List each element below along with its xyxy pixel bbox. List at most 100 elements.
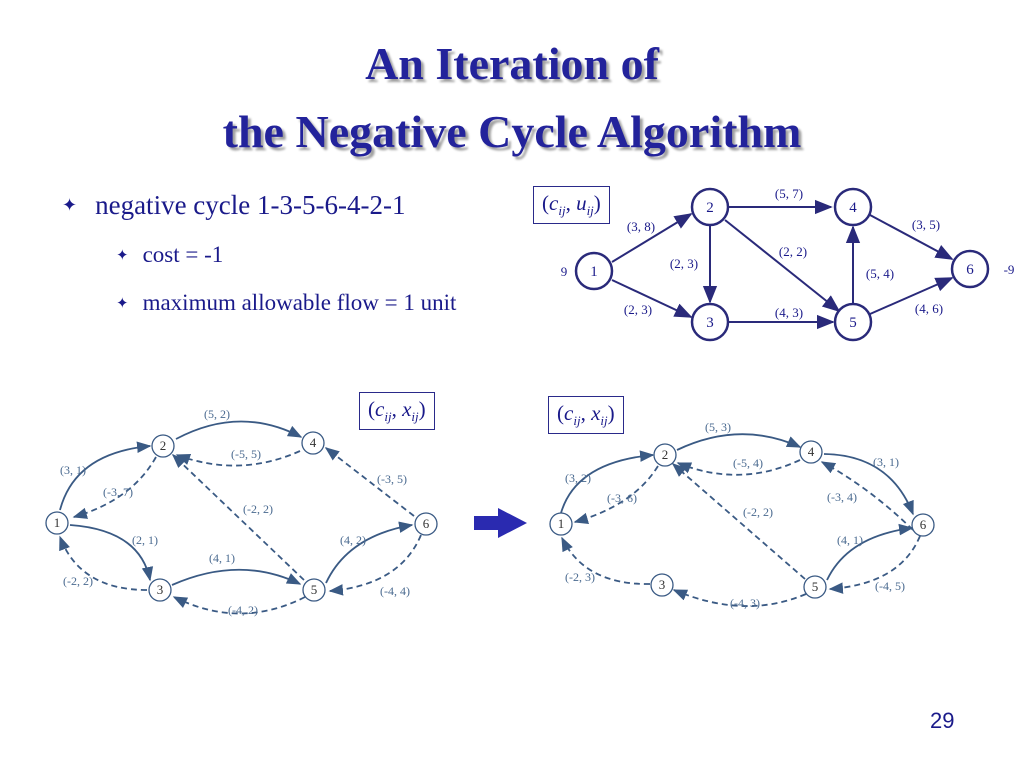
top-edge-1-2 bbox=[611, 213, 693, 263]
top-edge-label: (5, 4) bbox=[866, 266, 894, 281]
top-edge-label: (3, 8) bbox=[627, 219, 655, 234]
left-edge-4-2 bbox=[175, 450, 301, 467]
top-node-label: 5 bbox=[849, 315, 857, 331]
top-node-label: 1 bbox=[590, 264, 598, 280]
legend-paren: ) bbox=[607, 401, 615, 425]
right-edge-5-2 bbox=[671, 463, 806, 580]
top-node-label: 3 bbox=[706, 315, 714, 331]
right-node-label: 1 bbox=[558, 516, 565, 531]
legend-paren: ) bbox=[593, 191, 601, 215]
right-node-2 bbox=[653, 443, 677, 467]
right-edge-4-6 bbox=[823, 453, 914, 516]
right-node-label: 3 bbox=[659, 577, 666, 592]
transition-arrow-icon bbox=[474, 508, 527, 538]
right-edge-1-2 bbox=[560, 450, 655, 514]
legend-capacity-symbol: u bbox=[576, 191, 587, 215]
left-edge-5-6 bbox=[325, 521, 414, 584]
right-edge-3-1 bbox=[561, 536, 651, 585]
bullet-text: maximum allowable flow = 1 unit bbox=[142, 290, 457, 315]
left-edge-2-4 bbox=[175, 420, 303, 440]
top-supply-node1: 9 bbox=[561, 264, 568, 279]
right-edge-2-4 bbox=[676, 433, 802, 451]
top-edge-label: (2, 3) bbox=[624, 302, 652, 317]
right-graph-labels: (5, 3) (-5, 4) (3, 2) (-3, 6) (-2, 2) (3… bbox=[565, 420, 905, 610]
left-edge-1-2 bbox=[59, 441, 152, 511]
left-edge-1-3 bbox=[69, 524, 154, 582]
right-edge-label: (5, 3) bbox=[705, 420, 731, 434]
left-edge-label: (-3, 7) bbox=[103, 485, 133, 499]
right-edge-5-3 bbox=[672, 589, 807, 607]
right-edge-6-5 bbox=[828, 535, 921, 594]
legend-cost-flow-left: (cij, xij) bbox=[359, 392, 435, 431]
bullet-max-flow: ✦ maximum allowable flow = 1 unit bbox=[116, 290, 456, 316]
left-edge-5-2 bbox=[171, 454, 305, 581]
legend-subscript: ij bbox=[411, 409, 419, 425]
left-node-label: 4 bbox=[310, 435, 317, 450]
legend-subscript: ij bbox=[573, 413, 581, 429]
top-supply-node6: -9 bbox=[1004, 262, 1015, 277]
left-edge-label: (-5, 5) bbox=[231, 447, 261, 461]
left-edge-3-1 bbox=[59, 535, 148, 591]
left-node-4 bbox=[301, 431, 325, 455]
left-node-label: 3 bbox=[157, 582, 164, 597]
right-edge-label: (-5, 4) bbox=[733, 456, 763, 470]
left-edge-label: (-2, 2) bbox=[63, 574, 93, 588]
right-edge-6-4 bbox=[820, 461, 914, 531]
right-node-1 bbox=[549, 512, 573, 536]
top-node-label: 6 bbox=[966, 262, 974, 278]
left-edge-label: (4, 2) bbox=[340, 533, 366, 547]
left-edge-label: (-3, 5) bbox=[377, 472, 407, 486]
top-edge-1-3 bbox=[611, 279, 693, 318]
left-node-label: 2 bbox=[160, 438, 167, 453]
top-edge-4-6 bbox=[869, 214, 954, 260]
top-graph bbox=[611, 199, 954, 330]
bullet-text: negative cycle 1-3-5-6-4-2-1 bbox=[95, 190, 406, 220]
top-node-5 bbox=[833, 302, 873, 342]
legend-flow-symbol: x bbox=[402, 397, 412, 421]
right-edge-label: (3, 1) bbox=[873, 455, 899, 469]
legend-cost-symbol: c bbox=[564, 401, 574, 425]
left-graph-nodes: 1 2 3 4 5 6 bbox=[45, 431, 438, 602]
legend-flow-symbol: x bbox=[591, 401, 601, 425]
legend-cost-symbol: c bbox=[549, 191, 559, 215]
top-node-6 bbox=[950, 249, 990, 289]
legend-separator: , bbox=[580, 401, 592, 425]
left-edge-label: (4, 1) bbox=[209, 551, 235, 565]
right-edge-label: (-2, 3) bbox=[565, 570, 595, 584]
right-edge-label: (-3, 6) bbox=[607, 491, 637, 505]
legend-cost-symbol: c bbox=[375, 397, 385, 421]
legend-paren: ( bbox=[368, 397, 375, 421]
left-edge-label: (-4, 4) bbox=[380, 584, 410, 598]
left-edge-6-5 bbox=[328, 534, 422, 596]
top-node-2 bbox=[690, 187, 730, 227]
right-edge-label: (3, 2) bbox=[565, 471, 591, 485]
right-node-label: 5 bbox=[812, 579, 819, 594]
legend-subscript: ij bbox=[586, 203, 594, 219]
top-edge-label: (3, 5) bbox=[912, 217, 940, 232]
left-node-1 bbox=[45, 511, 69, 535]
top-edge-2-5 bbox=[724, 219, 841, 313]
legend-paren: ( bbox=[557, 401, 564, 425]
legend-subscript: ij bbox=[384, 409, 392, 425]
left-edge-2-1 bbox=[72, 456, 157, 519]
left-node-3 bbox=[148, 578, 172, 602]
top-node-label: 4 bbox=[849, 200, 857, 216]
top-edge-label: (2, 3) bbox=[670, 256, 698, 271]
left-graph-edges bbox=[59, 420, 422, 615]
right-node-label: 4 bbox=[808, 444, 815, 459]
legend-subscript: ij bbox=[558, 203, 566, 219]
right-edge-label: (-4, 5) bbox=[875, 579, 905, 593]
left-edge-label: (-2, 2) bbox=[243, 502, 273, 516]
top-edge-label: (2, 2) bbox=[779, 244, 807, 259]
legend-paren: ( bbox=[542, 191, 549, 215]
top-graph-nodes: 1 2 3 4 5 6 bbox=[574, 187, 990, 342]
legend-separator: , bbox=[391, 397, 403, 421]
slide-title-line1: An Iteration of bbox=[365, 38, 659, 89]
legend-paren: ) bbox=[418, 397, 426, 421]
left-node-2 bbox=[151, 434, 175, 458]
left-node-6 bbox=[414, 512, 438, 536]
top-node-3 bbox=[690, 302, 730, 342]
top-node-label: 2 bbox=[706, 200, 714, 216]
left-node-label: 6 bbox=[423, 516, 430, 531]
